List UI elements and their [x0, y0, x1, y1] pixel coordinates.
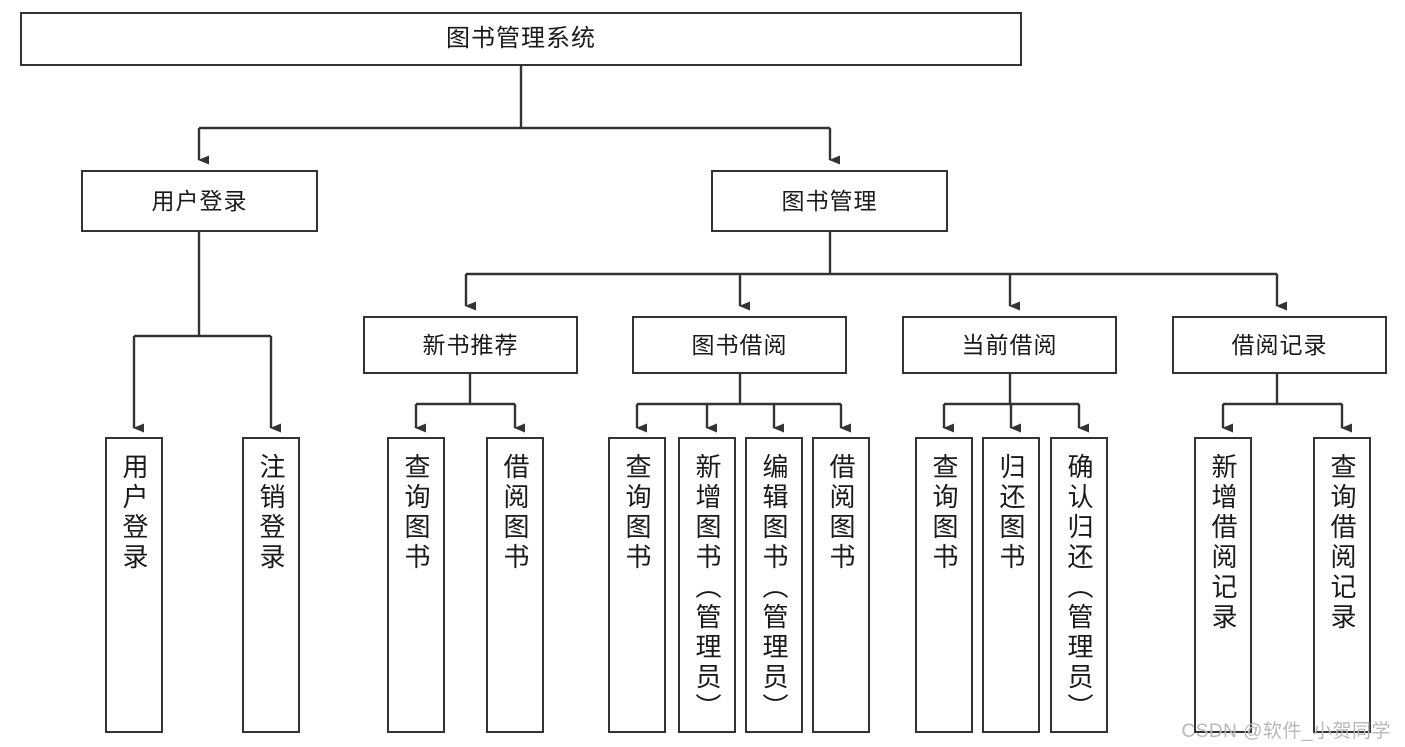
leaf-borrow-query-book[interactable]: 查询图书 [608, 437, 666, 733]
leaf-label: 查询图书 [622, 453, 652, 573]
leaf-borrow-borrow-book[interactable]: 借阅图书 [812, 437, 870, 733]
node-current-borrow[interactable]: 当前借阅 [902, 316, 1117, 374]
node-book-borrow[interactable]: 图书借阅 [632, 316, 847, 374]
leaf-label: 借阅图书 [500, 453, 530, 573]
node-label: 新书推荐 [422, 331, 519, 358]
csdn-watermark: CSDN @软件_小贺同学 [1181, 721, 1391, 742]
node-book-management[interactable]: 图书管理 [711, 170, 948, 232]
node-label: 图书借阅 [691, 331, 788, 358]
leaf-current-query-book[interactable]: 查询图书 [915, 437, 973, 733]
leaf-current-return-book[interactable]: 归还图书 [982, 437, 1040, 733]
node-label: 图书管理系统 [446, 25, 596, 53]
node-root-book-management-system[interactable]: 图书管理系统 [20, 12, 1022, 66]
leaf-label: 注销登录 [256, 453, 286, 573]
leaf-label: 新增图书（管理员） [692, 453, 722, 723]
leaf-user-login-logout[interactable]: 注销登录 [242, 437, 300, 733]
leaf-borrow-add-book-admin[interactable]: 新增图书（管理员） [678, 437, 736, 733]
node-label: 借阅记录 [1231, 331, 1328, 358]
leaf-label: 确认归还（管理员） [1064, 453, 1094, 723]
node-user-login[interactable]: 用户登录 [81, 170, 318, 232]
node-borrow-record[interactable]: 借阅记录 [1172, 316, 1387, 374]
leaf-label: 新增借阅记录 [1208, 453, 1238, 633]
leaf-label: 归还图书 [996, 453, 1026, 573]
node-label: 用户登录 [151, 187, 248, 214]
leaf-record-add-record[interactable]: 新增借阅记录 [1194, 437, 1252, 733]
leaf-label: 查询图书 [929, 453, 959, 573]
node-label: 图书管理 [781, 187, 878, 214]
leaf-new-book-borrow[interactable]: 借阅图书 [486, 437, 544, 733]
leaf-label: 编辑图书（管理员） [759, 453, 789, 723]
leaf-new-book-query[interactable]: 查询图书 [387, 437, 445, 733]
leaf-label: 查询图书 [401, 453, 431, 573]
leaf-record-query-record[interactable]: 查询借阅记录 [1313, 437, 1371, 733]
node-label: 当前借阅 [961, 331, 1058, 358]
leaf-label: 查询借阅记录 [1327, 453, 1357, 633]
leaf-borrow-edit-book-admin[interactable]: 编辑图书（管理员） [745, 437, 803, 733]
leaf-user-login-login[interactable]: 用户登录 [105, 437, 163, 733]
leaf-label: 借阅图书 [826, 453, 856, 573]
leaf-current-confirm-return-admin[interactable]: 确认归还（管理员） [1050, 437, 1108, 733]
node-new-book-recommend[interactable]: 新书推荐 [363, 316, 578, 374]
leaf-label: 用户登录 [119, 453, 149, 573]
